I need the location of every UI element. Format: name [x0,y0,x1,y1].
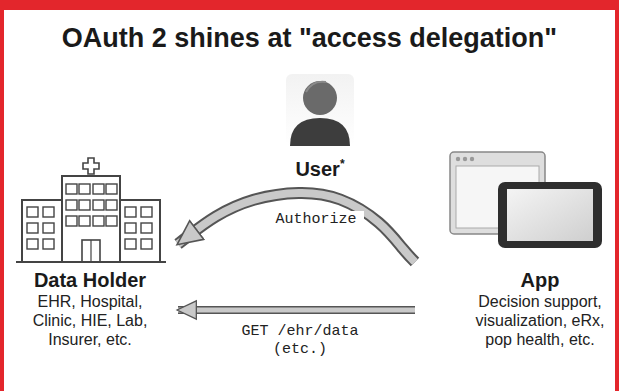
node-heading: App [465,268,615,292]
hospital-icon [93,200,104,210]
hospital-icon [125,223,136,233]
diagram-title: OAuth 2 shines at "access delegation" [0,22,619,54]
hospital-icon [16,261,166,263]
hospital-icon [79,200,90,210]
flow-arrow [178,310,415,311]
hospital-icon [106,200,117,210]
app-icon [470,157,474,161]
hospital-icon [43,223,54,233]
user-icon [286,74,354,146]
app-icon [456,157,460,161]
hospital-icon [106,184,117,194]
hospital-icon [22,200,62,262]
hospital-icon [141,239,152,249]
hospital-icon [43,207,54,217]
node-body: EHR, Hospital, Clinic, HIE, Lab, Insurer… [20,292,160,349]
node-body: Decision support, visualization, eRx, po… [465,292,615,349]
frame-bar [0,0,4,391]
frame-bar [0,0,619,10]
hospital-icon [79,184,90,194]
user-icon [306,82,326,92]
app-icon [507,189,593,241]
hospital-icon [93,216,104,226]
arrow-outline [178,193,415,262]
arrow-outline [178,306,415,314]
hospital-icon [27,239,38,249]
app-icon [463,157,467,161]
arrow-band [178,193,415,262]
hospital-icon [141,223,152,233]
app-icon [498,182,602,248]
hospital-icon [125,207,136,217]
hospital-icon [125,239,136,249]
node-heading: Data Holder [20,268,160,292]
arrow-band [178,308,415,313]
hospital-icon [66,184,77,194]
user-icon [303,81,337,115]
node-heading: User [295,158,339,180]
flow-arrow [178,193,415,262]
hospital-icon [27,223,38,233]
hospital-icon [66,200,77,210]
app-icon [450,152,602,248]
actor-node: AppDecision support, visualization, eRx,… [415,160,619,349]
hospital-icon [27,207,38,217]
hospital-icon [90,240,91,262]
hospital-icon [62,176,120,262]
hospital-icon [79,216,90,226]
edge-label: Authorize [268,211,364,229]
hospital-icon [83,158,99,174]
hospital-icon [141,207,152,217]
hospital-icon [82,240,100,262]
edge-label: GET /ehr/data (etc.) [232,323,368,359]
hospital-icon [16,158,166,262]
hospital-icon [106,216,117,226]
hospital-icon [43,239,54,249]
user-icon [286,74,354,146]
frame-bar [615,0,619,391]
footnote-mark: * [340,157,345,171]
hospital-icon [66,216,77,226]
user-icon [290,118,350,146]
actor-node: User* [250,152,390,181]
hospital-icon [120,200,160,262]
hospital-icon [93,184,104,194]
actor-node: Data HolderEHR, Hospital, Clinic, HIE, L… [10,160,178,349]
